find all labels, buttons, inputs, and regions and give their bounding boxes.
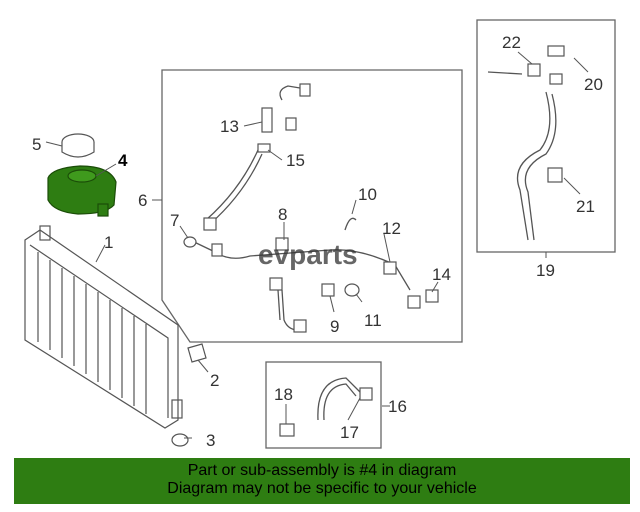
callout-22: 22 <box>502 33 521 52</box>
callout-18: 18 <box>274 385 293 404</box>
callout-13: 13 <box>220 117 239 136</box>
callout-8: 8 <box>278 205 287 224</box>
expansion-tank <box>47 165 117 217</box>
callout-19: 19 <box>536 261 555 280</box>
callout-9: 9 <box>330 317 339 336</box>
callout-17: 17 <box>340 423 359 442</box>
reservoir-cap <box>61 133 95 158</box>
callout-21: 21 <box>576 197 595 216</box>
radiator <box>24 225 183 429</box>
watermark: evparts <box>258 239 358 270</box>
callout-20: 20 <box>584 75 603 94</box>
callout-2: 2 <box>210 371 219 390</box>
overflow-hose <box>487 71 557 241</box>
bypass-hose-box <box>265 361 382 449</box>
callout-4: 4 <box>118 151 128 170</box>
callout-12: 12 <box>382 219 401 238</box>
callout-5: 5 <box>32 135 41 154</box>
mount <box>171 433 189 447</box>
bypass-hose <box>317 377 361 421</box>
hose-group-box <box>161 69 463 343</box>
callout-7: 7 <box>170 211 179 230</box>
callout-10: 10 <box>358 185 377 204</box>
callout-6: 6 <box>138 191 147 210</box>
tee-fitting <box>261 107 273 133</box>
banner-line-1: Part or sub-assembly is #4 in diagram <box>187 462 457 479</box>
bracket <box>187 343 207 363</box>
callout-3: 3 <box>206 431 215 450</box>
callout-1: 1 <box>104 233 113 252</box>
info-banner: Part or sub-assembly is #4 in diagram Di… <box>14 458 630 504</box>
banner-line-2: Diagram may not be specific to your vehi… <box>167 480 477 497</box>
callout-16: 16 <box>388 397 407 416</box>
callout-14: 14 <box>432 265 451 284</box>
callout-11: 11 <box>364 311 382 330</box>
leader-lines <box>45 51 589 439</box>
callout-15: 15 <box>286 151 305 170</box>
hose-assembly <box>189 85 411 331</box>
overflow-hose-box <box>476 19 616 253</box>
